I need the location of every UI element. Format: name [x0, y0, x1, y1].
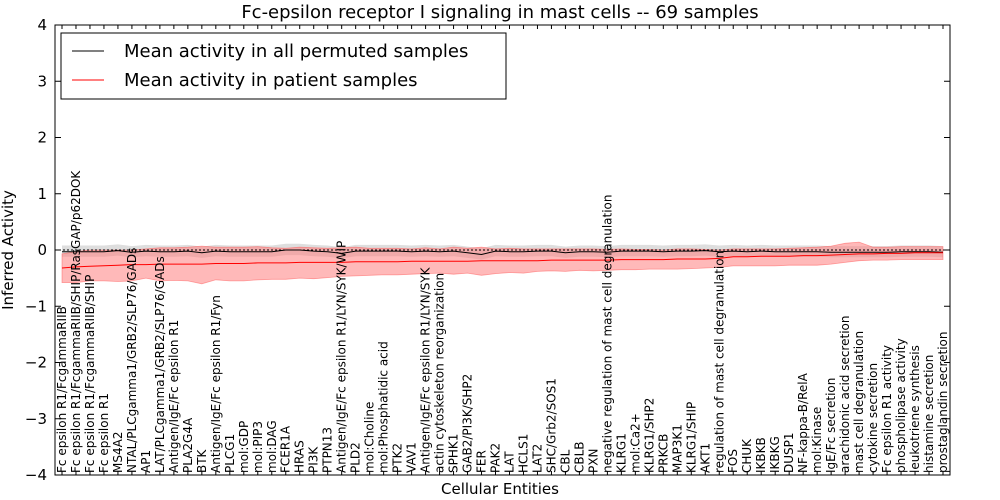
x-tick-label: SPHK1 — [447, 434, 461, 473]
permuted-mean-line — [62, 249, 944, 256]
patient-mean-line — [61, 252, 943, 269]
x-tick-label: PRKCB — [656, 434, 670, 473]
x-tick-label: MS4A2 — [111, 432, 125, 473]
y-tick-label: −1 — [25, 297, 47, 315]
x-tick-label: KLRG1/SHP2 — [642, 398, 656, 473]
x-tick-label: mol:Phosphatidic acid — [377, 341, 391, 473]
x-tick-label: Antigen/IgE/Fc epsilon R1/Fyn — [209, 295, 223, 473]
x-tick-label: regulation of mast cell degranulation — [712, 251, 726, 473]
x-tick-label: PXN — [586, 449, 600, 473]
x-tick-label: Antigen/IgE/Fc epsilon R1/LYN/SYK/WIP — [335, 241, 349, 473]
x-tick-label: PTPN13 — [321, 427, 335, 473]
x-tick-label: negative regulation of mast cell degranu… — [600, 194, 614, 473]
x-tick-label: PI3K — [307, 446, 321, 473]
x-tick-label: FOS — [726, 449, 740, 473]
x-tick-label: HRAS — [293, 440, 307, 473]
x-tick-label: CBLB — [572, 441, 586, 473]
x-tick-label: Fc epsilon R1/FcgammaRIIB — [55, 306, 69, 473]
x-tick-label: phospholipase activity — [894, 338, 908, 473]
y-tick-label: 4 — [37, 16, 47, 34]
y-tick-label: −4 — [25, 466, 47, 484]
x-tick-label: Fc epsilon R1/FcgammaRIIB/SHIP/RasGAP/p6… — [69, 170, 83, 473]
x-tick-label: CBL — [558, 449, 572, 473]
x-tick-label: NTAL/PLCgamma1/GRB2/SLP76/GADs — [125, 248, 139, 473]
x-tick-label: prostaglandin secretion — [936, 332, 950, 474]
x-tick-label: AP1 — [139, 450, 153, 473]
x-tick-label: HCLS1 — [517, 434, 531, 473]
x-tick-label: PLA2G4A — [181, 417, 195, 473]
x-tick-label: GAB2/PI3K/SHP2 — [461, 374, 475, 473]
x-tick-label: actin cytoskeleton reorganization — [433, 273, 447, 473]
x-tick-label: AKT1 — [698, 443, 712, 473]
x-tick-label: IgE/Fc secretion — [824, 378, 838, 473]
x-tick-label: KLRG1 — [614, 433, 628, 473]
x-tick-label: LAT/PLCgamma1/GRB2/SLP76/GADs — [153, 256, 167, 473]
chart-title: Fc-epsilon receptor I signaling in mast … — [241, 2, 758, 23]
legend-label-permuted: Mean activity in all permuted samples — [124, 41, 468, 62]
x-tick-label: NF-kappa-B/RelA — [796, 372, 810, 473]
x-tick-label: IKBKG — [768, 436, 782, 473]
x-tick-label: LAT2 — [531, 444, 545, 473]
x-tick-label: Antigen/IgE/Fc epsilon R1 — [167, 320, 181, 473]
legend-box — [60, 32, 507, 100]
legend-label-patient: Mean activity in patient samples — [124, 70, 418, 91]
plot-area — [54, 24, 951, 476]
y-tick-label: 1 — [37, 185, 47, 203]
y-axis-label: Inferred Activity — [0, 190, 17, 310]
x-tick-label: Fc epsilon R1 activity — [880, 345, 894, 473]
x-tick-label: Fc epsilon R1/FcgammaRIIB/SHIP — [83, 275, 97, 473]
x-tick-label: FER — [475, 450, 489, 473]
y-tick-label: −2 — [25, 354, 47, 372]
y-axis: −4 −3 −2 −1 0 1 2 3 4 — [25, 16, 950, 484]
x-tick-label: MAP3K1 — [670, 424, 684, 473]
x-tick-label: FCER1A — [279, 425, 293, 473]
x-tick-label: LAT — [503, 451, 517, 473]
x-tick-label: mast cell degranulation — [852, 331, 866, 473]
x-tick-label: arachidonic acid secretion — [838, 316, 852, 473]
x-tick-label: VAV1 — [405, 442, 419, 473]
patient-confidence-band — [61, 241, 944, 285]
x-tick-label: DUSP1 — [782, 432, 796, 473]
x-tick-label: leukotriene synthesis — [908, 345, 922, 473]
x-tick-label: mol:Choline — [363, 402, 377, 473]
x-tick-label: PAK2 — [489, 443, 503, 473]
x-tick-label: SHC/Grb2/SOS1 — [544, 378, 558, 473]
y-tick-label: 2 — [37, 129, 47, 147]
x-tick-label: BTK — [195, 448, 209, 473]
x-tick-label: mol:PIP3 — [251, 421, 265, 473]
x-axis-label: Cellular Entities — [441, 480, 559, 498]
legend: Mean activity in all permuted samplesMea… — [60, 32, 507, 100]
x-tick-label: KLRG1/SHIP — [684, 402, 698, 473]
x-tick-label: PLCG1 — [223, 434, 237, 473]
x-tick-label: mol:Ca2+ — [628, 413, 642, 473]
x-tick-label: cytokine secretion — [866, 363, 880, 473]
x-tick-label: mol:Kinase — [810, 407, 824, 473]
x-tick-label: CHUK — [740, 438, 754, 473]
x-tick-label: IKBKB — [754, 437, 768, 473]
y-tick-label: 0 — [37, 241, 47, 259]
x-tick-label: mol:DAG — [265, 420, 279, 473]
x-tick-label: PLD2 — [349, 442, 363, 473]
x-tick-label: mol:GDP — [237, 421, 251, 473]
x-tick-label: PTK2 — [391, 443, 405, 473]
x-tick-label: Fc epsilon R1 — [97, 393, 111, 473]
x-tick-label: histamine secretion — [922, 355, 936, 473]
x-tick-label: Antigen/IgE/Fc epsilon R1/LYN/SYK — [419, 266, 433, 473]
y-tick-label: −3 — [25, 410, 47, 428]
y-tick-label: 3 — [37, 72, 47, 90]
